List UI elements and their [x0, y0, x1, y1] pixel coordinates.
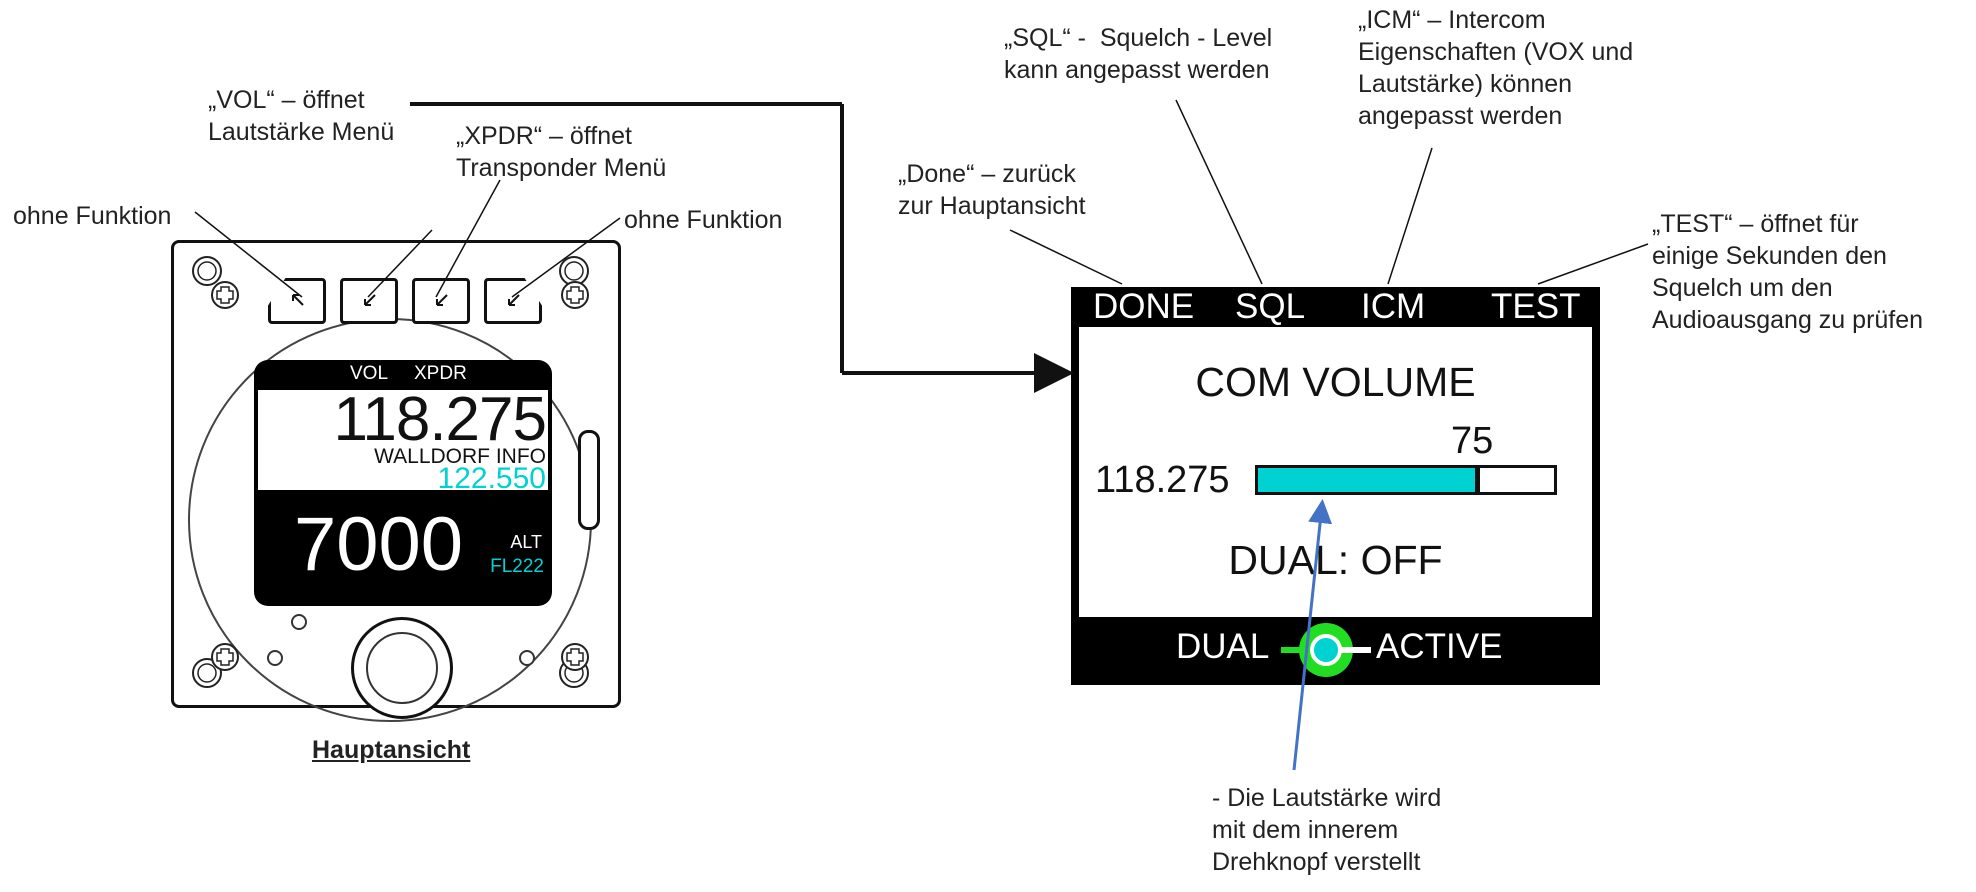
indicator-hole: [519, 650, 535, 666]
mount-cross-icon: [211, 643, 239, 671]
com-volume-screen: DONE SQL ICM TEST COM VOLUME 118.275 75 …: [1071, 287, 1600, 685]
vol-softkey-label: VOL: [350, 363, 389, 384]
done-annotation: „Done“ – zurück zur Hauptansicht: [898, 160, 1086, 220]
volume-fill: [1258, 468, 1480, 492]
device-main-screen: VOL XPDR 118.275 WALLDORF INFO 122.550 7…: [254, 360, 552, 606]
volume-hint-annotation: - Die Lautstärke wird mit dem innerem Dr…: [1212, 784, 1442, 876]
screen-title: COM VOLUME: [1195, 359, 1476, 405]
icm-annotation: „ICM“ – Intercom Eigenschaften (VOX und …: [1358, 6, 1634, 130]
tab-icm[interactable]: ICM: [1361, 287, 1426, 326]
volume-value: 75: [1451, 420, 1494, 462]
xpdr-softkey-button[interactable]: [412, 278, 470, 324]
xpdr-softkey-label: XPDR: [414, 363, 467, 384]
mount-cross-icon: [211, 281, 239, 309]
volume-slider[interactable]: [1255, 465, 1557, 495]
sql-leader-line: [1175, 99, 1263, 285]
test-annotation: „TEST“ – öffnet für einige Sekunden den …: [1652, 210, 1924, 334]
done-leader-line: [1009, 229, 1123, 285]
standby-frequency: 122.550: [437, 462, 546, 495]
station-name: WALLDORF INFO: [374, 445, 546, 468]
flight-level: FL222: [490, 556, 544, 577]
sql-annotation: „SQL“ - Squelch - Level kann angepasst w…: [1004, 24, 1273, 84]
alt-label: ALT: [510, 532, 542, 552]
mount-cross-icon: [561, 643, 589, 671]
xpdr-annotation: „XPDR“ – öffnet Transponder Menü: [456, 122, 667, 182]
icm-leader-line: [1387, 147, 1433, 285]
dual-toggle-icon[interactable]: [1271, 615, 1381, 685]
dual-label: DUAL: [1176, 627, 1270, 666]
indicator-hole: [291, 614, 307, 630]
com-panel: [258, 390, 548, 490]
active-frequency: 118.275: [333, 385, 547, 454]
inner-rotary-knob[interactable]: [366, 632, 438, 704]
squawk-code: 7000: [294, 502, 464, 587]
dual-status: DUAL: OFF: [1228, 537, 1443, 583]
tab-test[interactable]: TEST: [1491, 287, 1581, 326]
tab-done[interactable]: DONE: [1093, 287, 1195, 326]
right-key-annotation: ohne Funktion: [624, 206, 783, 234]
active-label: ACTIVE: [1376, 627, 1503, 666]
mount-cross-icon: [561, 281, 589, 309]
main-view-caption: Hauptansicht: [312, 736, 471, 764]
vol-softkey-button[interactable]: [340, 278, 398, 324]
vol-annotation: „VOL“ – öffnet Lautstärke Menü: [208, 86, 395, 146]
com-frequency: 118.275: [1095, 459, 1230, 501]
left-key-annotation: ohne Funktion: [13, 202, 172, 230]
indicator-hole: [267, 650, 283, 666]
screw-icon: [192, 658, 222, 688]
side-clip: [578, 430, 600, 530]
tab-sql[interactable]: SQL: [1235, 287, 1306, 326]
test-leader-line: [1537, 243, 1649, 285]
